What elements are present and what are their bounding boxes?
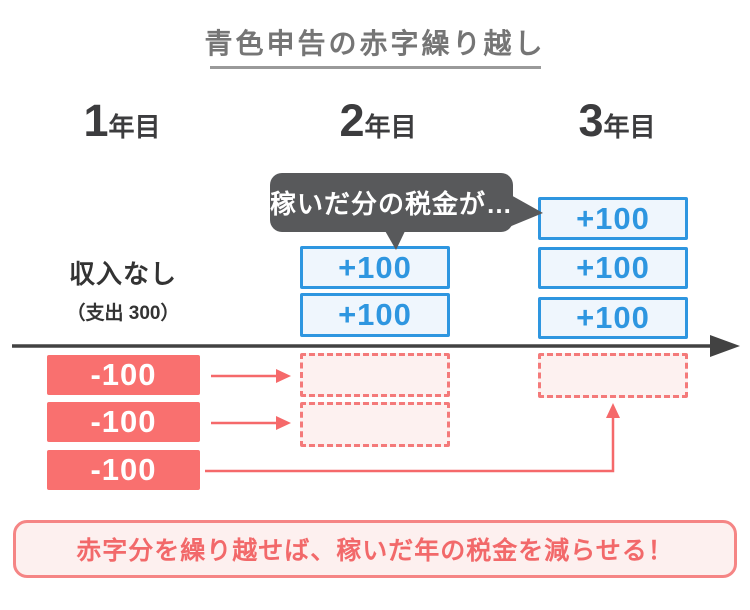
year3-carryover-box [538, 353, 688, 398]
timeline-arrowhead-icon [710, 335, 740, 357]
year3-income-box-2: +100 [538, 247, 688, 289]
year-1-income-caption: 収入なし （支出 300） [37, 254, 209, 325]
year1-loss-box-1: -100 [47, 355, 200, 395]
year1-loss-box-2: -100 [47, 402, 200, 442]
speech-bubble: 稼いだ分の税金が… [270, 173, 513, 232]
year2-income-box-2: +100 [300, 293, 450, 337]
year2-carryover-box-1 [300, 353, 450, 397]
expense-label: （支出 300） [66, 303, 180, 324]
year-3-suffix: 年目 [603, 112, 656, 142]
title-underline [210, 66, 541, 69]
year-1-suffix: 年目 [108, 112, 161, 142]
footer-banner: 赤字分を繰り越せば、稼いだ年の税金を減らせる！ [13, 520, 737, 578]
no-income-label: 収入なし [68, 259, 177, 289]
carryover-arrow-2-head-icon [276, 416, 291, 430]
carryover-arrow-3-head-icon [606, 403, 620, 418]
year-3-number: 3 [578, 95, 604, 146]
diagram-title: 青色申告の赤字繰り越し [204, 28, 546, 59]
year-2-suffix: 年目 [364, 112, 417, 142]
carryover-arrow-1-head-icon [276, 369, 291, 383]
year3-income-box-1: +100 [538, 197, 688, 240]
year-2-number: 2 [339, 95, 365, 146]
year3-income-box-3: +100 [538, 297, 688, 339]
year-1-number: 1 [83, 95, 109, 146]
year2-carryover-box-2 [300, 402, 450, 447]
year1-loss-box-3: -100 [47, 450, 200, 490]
year2-income-box-1: +100 [300, 246, 450, 289]
